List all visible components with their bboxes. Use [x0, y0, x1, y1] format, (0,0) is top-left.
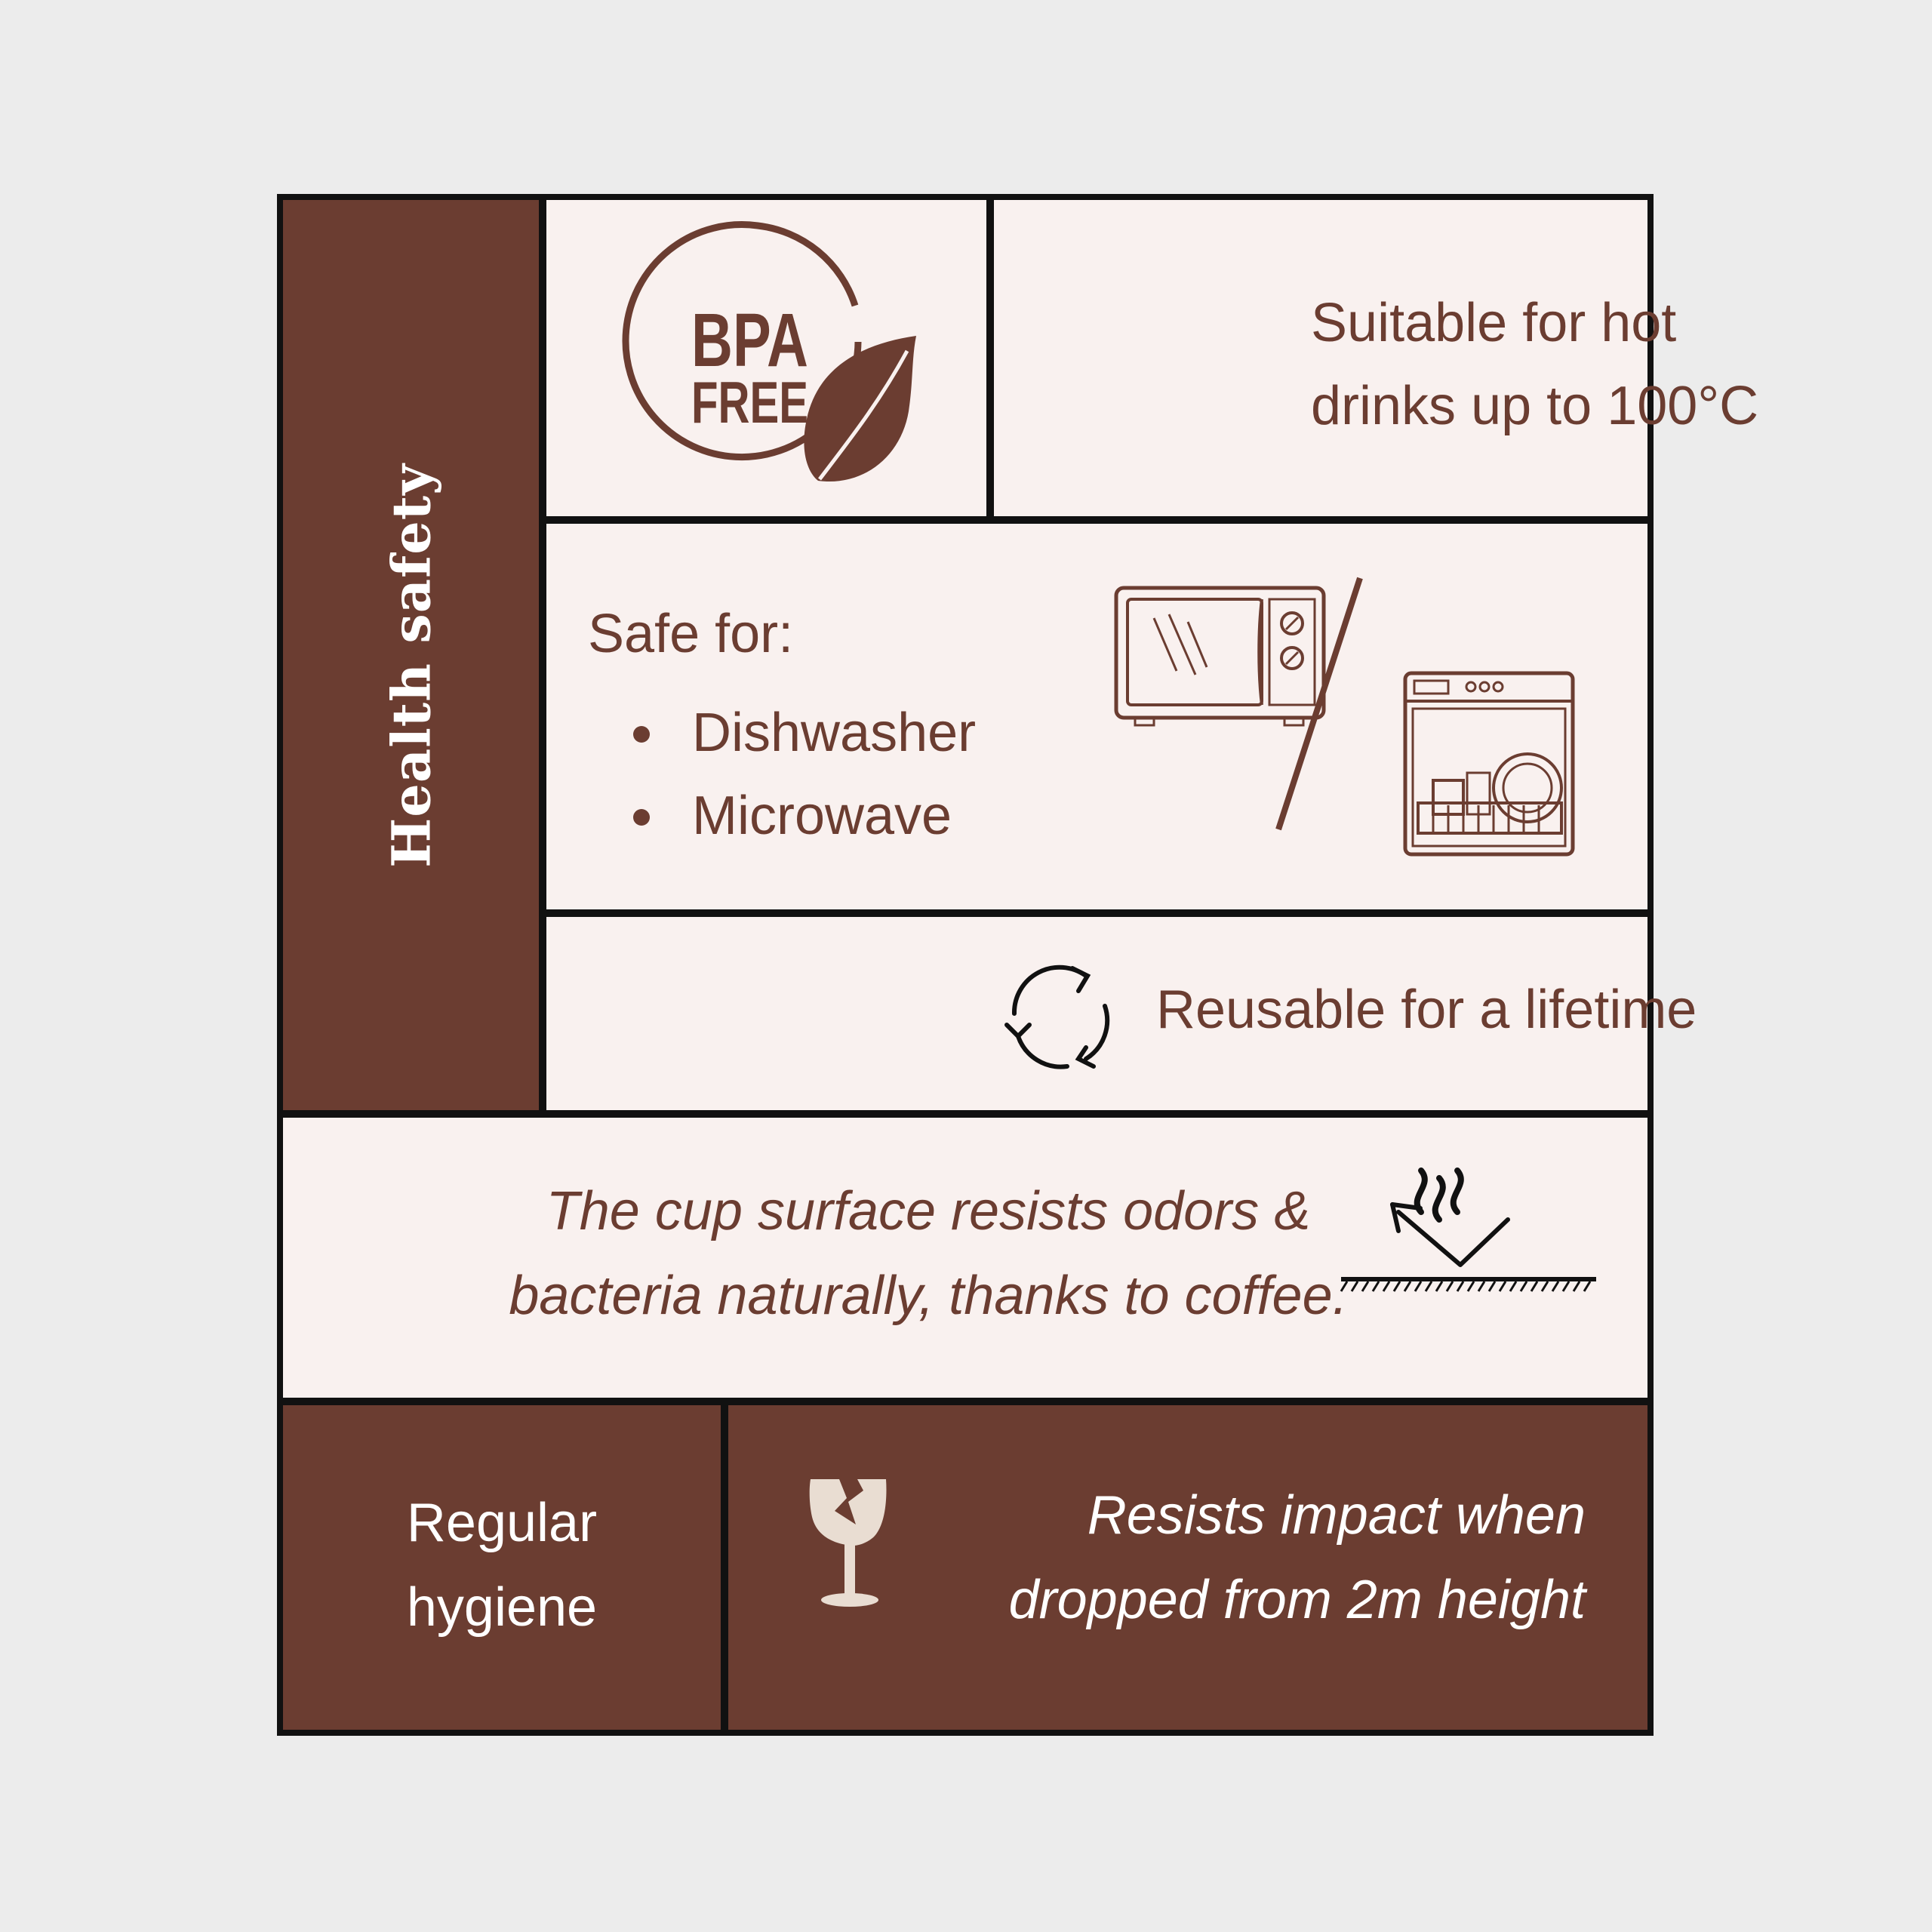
- hot-drinks-cell: Suitable for hot drinks up to 100°C: [994, 200, 1758, 516]
- impact-resistance-text: Resists impact when dropped from 2m heig…: [1009, 1473, 1586, 1642]
- safe-for-heading: Safe for:: [588, 604, 794, 664]
- safe-for-list: Dishwasher Microwave: [588, 691, 976, 857]
- bpa-free-icon: BPA FREE: [622, 221, 916, 482]
- odor-resistant-surface-icon: [1340, 1168, 1596, 1292]
- hygiene-line-2: hygiene: [406, 1577, 598, 1638]
- hygiene-text: Regular hygiene: [283, 1481, 721, 1650]
- bpa-free-cell: BPA FREE: [546, 200, 986, 516]
- odor-resistance-cell: The cup surface resists odors & bacteria…: [283, 1118, 1647, 1398]
- reusable-cell: Reusable for a lifetime: [546, 917, 1697, 1110]
- odor-resistance-text: The cup surface resists odors & bacteria…: [283, 1169, 1574, 1338]
- impact-resistance-cell: Resists impact when dropped from 2m heig…: [728, 1405, 1647, 1730]
- side-panel: Health safety: [283, 200, 539, 1110]
- list-item: Dishwasher: [588, 691, 976, 774]
- bpa-text: BPA: [691, 298, 808, 383]
- recycle-arrows-icon: [1004, 964, 1110, 1069]
- hot-drinks-text: Suitable for hot drinks up to 100°C: [1311, 281, 1758, 448]
- hot-line-1: Suitable for hot: [1311, 293, 1677, 353]
- hot-line-2: drinks up to 100°C: [1311, 376, 1759, 436]
- safe-for-cell: Safe for: Dishwasher Microwave: [546, 524, 1647, 909]
- side-title: Health safety: [380, 463, 442, 868]
- list-item: Microwave: [588, 774, 976, 857]
- microwave-icon: [1114, 586, 1326, 727]
- reusable-label: Reusable for a lifetime: [1156, 980, 1697, 1040]
- leaf-icon: [804, 336, 916, 482]
- free-text: FREE: [691, 369, 808, 435]
- health-safety-infographic: Health safety BPA FREE Suitable for hot …: [277, 194, 1758, 1736]
- odor-line-2: bacteria naturally, thanks to coffee.: [509, 1266, 1348, 1326]
- odor-line-1: The cup surface resists odors &: [546, 1181, 1311, 1241]
- hygiene-cell: Regular hygiene: [283, 1405, 721, 1730]
- slash-divider-icon: [1275, 577, 1363, 831]
- drop-line-1: Resists impact when: [1087, 1485, 1586, 1546]
- hygiene-line-1: Regular: [406, 1493, 598, 1553]
- drop-line-2: dropped from 2m height: [1008, 1570, 1586, 1630]
- broken-glass-icon: [809, 1479, 887, 1607]
- dishwasher-icon: [1403, 671, 1575, 857]
